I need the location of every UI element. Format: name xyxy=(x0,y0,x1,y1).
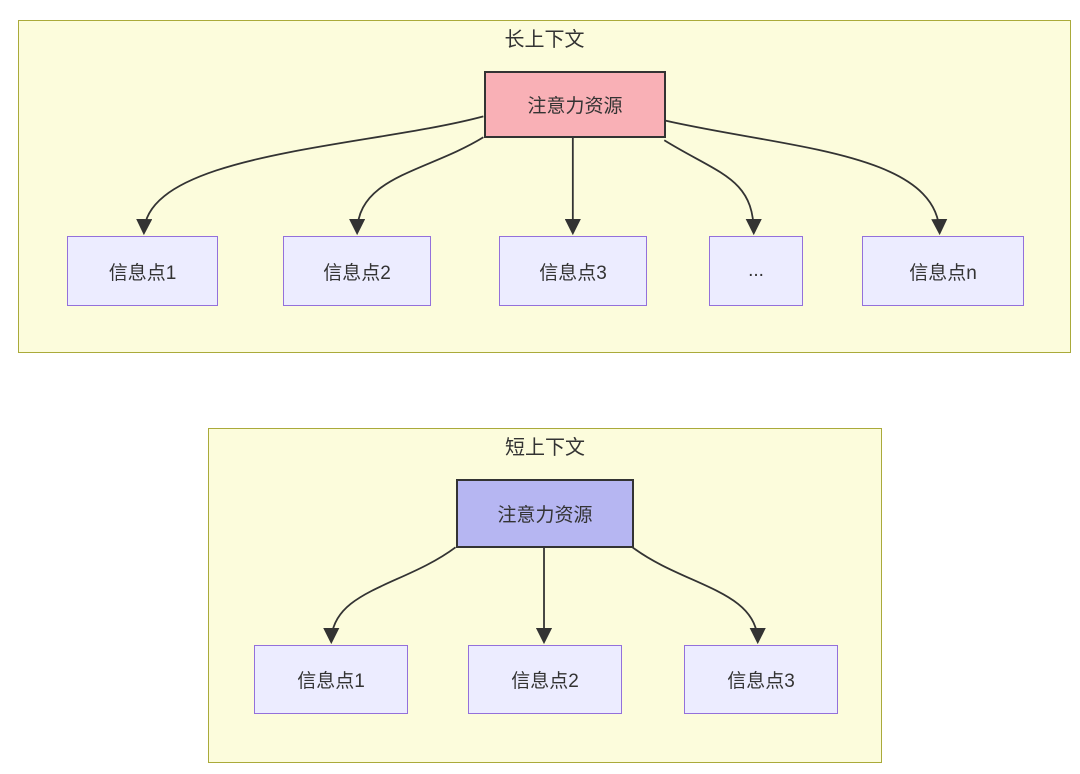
arrow-long-to-info4 xyxy=(663,139,762,236)
info-node: 信息点n xyxy=(862,236,1024,306)
arrow-short-to-info1 xyxy=(323,546,457,645)
info-node: 信息点2 xyxy=(468,645,622,714)
arrow-short-to-info3 xyxy=(631,546,766,645)
info-node: 信息点1 xyxy=(67,236,218,306)
panel-short-title: 短上下文 xyxy=(505,437,585,459)
info-node: 信息点3 xyxy=(499,236,647,306)
info-node: ... xyxy=(709,236,803,306)
info-node: 信息点2 xyxy=(283,236,431,306)
arrows-short-context xyxy=(323,546,766,645)
panel-short-context: 短上下文 注意力资源 信息点1 信息点2 信息点3 xyxy=(208,428,882,763)
panel-long-context: 长上下文 注意力资源 信息点1 信息点2 信息点3 ... 信息点n xyxy=(18,20,1071,353)
attention-node-short: 注意力资源 xyxy=(456,479,634,548)
info-node: 信息点1 xyxy=(254,645,408,714)
info-node: 信息点3 xyxy=(684,645,838,714)
arrow-long-to-info5 xyxy=(664,119,948,236)
arrows-long-context xyxy=(136,115,948,236)
attention-node-long: 注意力资源 xyxy=(484,71,666,138)
arrow-long-to-info2 xyxy=(349,136,484,236)
panel-long-title: 长上下文 xyxy=(504,29,585,51)
arrow-long-to-info1 xyxy=(136,115,484,236)
